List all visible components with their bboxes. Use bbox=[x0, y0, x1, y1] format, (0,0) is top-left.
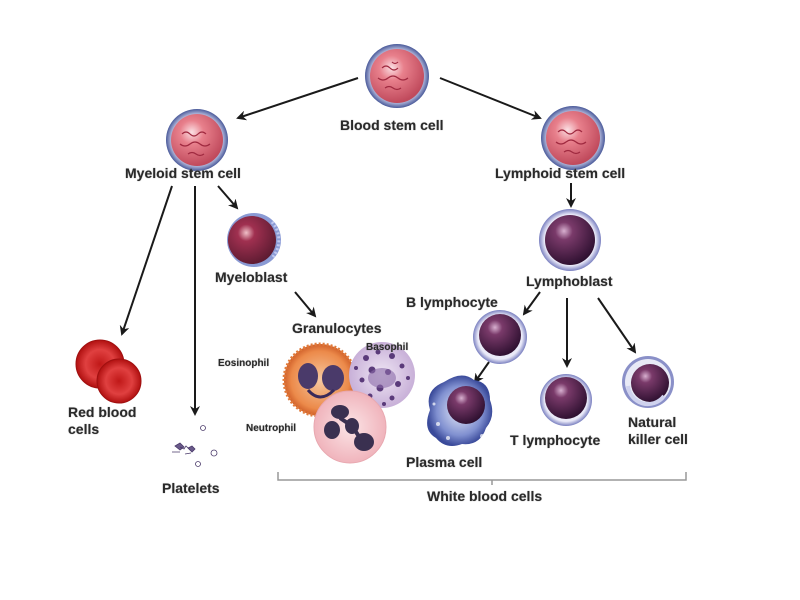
arrow-b-to-plasma bbox=[473, 361, 490, 384]
label-myeloblast: Myeloblast bbox=[215, 269, 288, 285]
label-natural-killer-line1: Natural bbox=[628, 414, 677, 430]
label-natural-killer-line2: killer cell bbox=[628, 431, 688, 447]
lymphoblast-icon bbox=[539, 209, 601, 271]
arrow-stem-to-myeloid bbox=[236, 77, 359, 121]
arrow-stem-to-lymphoid bbox=[439, 77, 542, 120]
arrow-myeloid-to-rbc bbox=[119, 185, 173, 336]
label-myeloid-stem-cell: Myeloid stem cell bbox=[125, 165, 241, 181]
label-red-blood-cells-line2: cells bbox=[68, 421, 100, 437]
red-blood-cells-icon bbox=[75, 339, 142, 404]
b-lymphocyte-icon bbox=[473, 310, 527, 364]
myeloblast-icon bbox=[227, 213, 281, 267]
arrow-myeloid-to-myeloblast bbox=[217, 185, 239, 210]
platelets-icon bbox=[172, 425, 218, 467]
plasma-cell-icon bbox=[427, 375, 493, 446]
myeloid-stem-cell-icon bbox=[166, 109, 228, 171]
blood-stem-cell-icon bbox=[365, 44, 429, 108]
arrow-lymphoblast-to-b bbox=[522, 291, 541, 316]
arrow-lymphoblast-to-nk bbox=[597, 297, 637, 354]
label-plasma-cell: Plasma cell bbox=[406, 454, 483, 470]
arrow-myeloblast-to-granulocytes bbox=[294, 291, 317, 318]
basophil-icon bbox=[349, 342, 415, 408]
label-basophil: Basophil bbox=[366, 342, 409, 353]
label-platelets: Platelets bbox=[162, 480, 220, 496]
label-granulocytes: Granulocytes bbox=[292, 320, 382, 336]
neutrophil-icon bbox=[313, 390, 387, 464]
label-t-lymphocyte: T lymphocyte bbox=[510, 432, 601, 448]
label-red-blood-cells-line1: Red blood bbox=[68, 404, 137, 420]
label-lymphoid-stem-cell: Lymphoid stem cell bbox=[495, 165, 626, 181]
t-lymphocyte-icon bbox=[540, 374, 592, 426]
white-blood-cells-bracket bbox=[277, 472, 687, 485]
arrows bbox=[119, 77, 637, 416]
label-neutrophil: Neutrophil bbox=[246, 423, 296, 434]
label-white-blood-cells: White blood cells bbox=[427, 488, 543, 504]
label-eosinophil: Eosinophil bbox=[218, 358, 270, 369]
label-lymphoblast: Lymphoblast bbox=[526, 273, 613, 289]
label-blood-stem-cell: Blood stem cell bbox=[340, 117, 444, 133]
lymphoid-stem-cell-icon bbox=[541, 106, 605, 170]
label-b-lymphocyte: B lymphocyte bbox=[406, 294, 498, 310]
natural-killer-cell-icon bbox=[622, 356, 674, 408]
